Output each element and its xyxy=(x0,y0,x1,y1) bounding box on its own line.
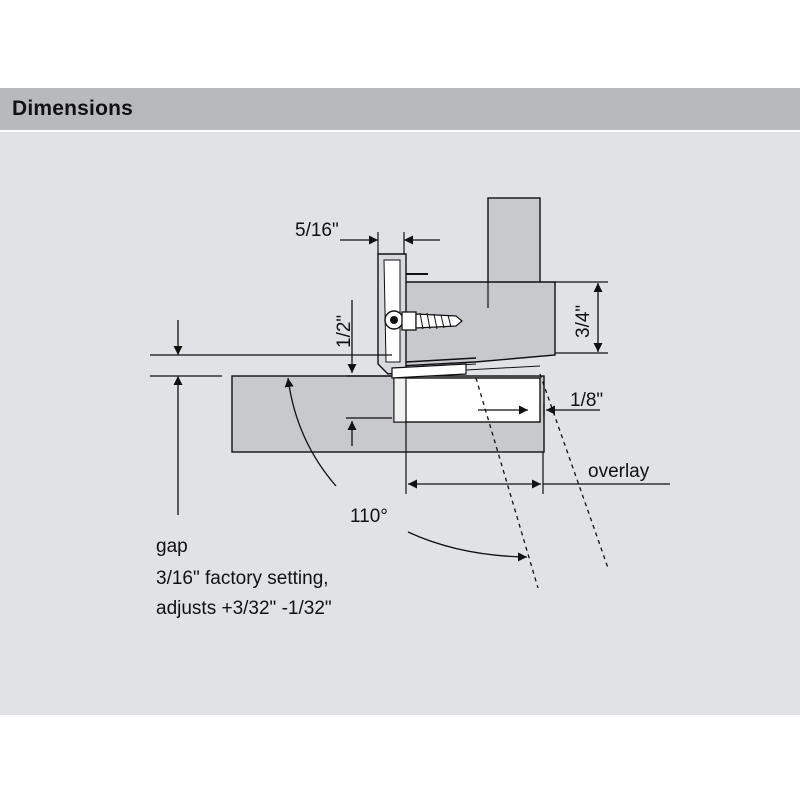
hinge-cup-inner xyxy=(393,377,407,423)
mounting-screw xyxy=(401,311,463,331)
hinge-cup xyxy=(393,377,541,423)
label-110-degrees: 110° xyxy=(350,506,388,527)
section-header: Dimensions xyxy=(0,88,800,132)
gap-note-line3: adjusts +3/32" -1/32" xyxy=(156,598,332,619)
label-5-16: 5/16" xyxy=(295,220,339,241)
mounting-plate xyxy=(391,363,467,379)
label-overlay: overlay xyxy=(588,461,650,482)
hinge-base xyxy=(405,357,477,363)
gap-note-line2: 3/16" factory setting, xyxy=(156,568,329,589)
open-door-dash-2 xyxy=(539,373,609,569)
label-1-2: 1/2" xyxy=(334,315,355,348)
hinge-pivot-center xyxy=(390,316,398,324)
section-title: Dimensions xyxy=(12,97,134,120)
plate-edge xyxy=(465,365,541,371)
label-3-4: 3/4" xyxy=(573,305,594,338)
angle-arc-lower xyxy=(407,531,528,562)
label-1-8: 1/8" xyxy=(570,390,603,411)
angle-arc-upper xyxy=(284,377,337,487)
gap-note-line1: gap xyxy=(156,536,188,557)
dimensions-panel: Dimensions xyxy=(0,88,800,715)
